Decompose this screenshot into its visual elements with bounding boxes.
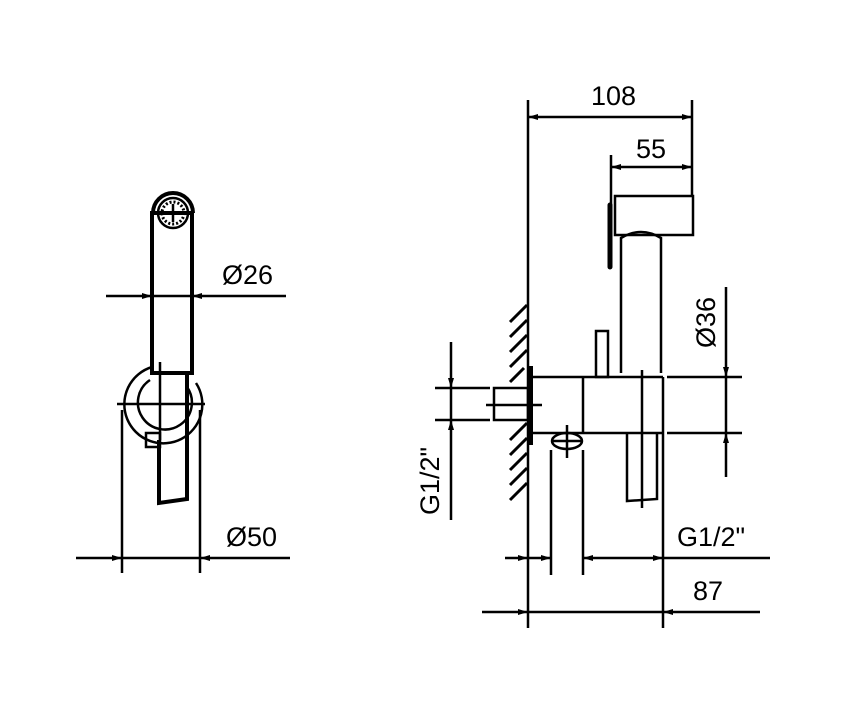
dimension-label: G1/2" — [415, 447, 445, 515]
dimension-label: Ø36 — [691, 297, 721, 348]
valve-body — [528, 329, 665, 508]
dimension-diameter-26: Ø26 — [106, 260, 286, 299]
dimension-outlet-thread: G1/2" — [505, 433, 770, 628]
dimension-108: 108 — [528, 81, 694, 196]
dimension-87: 87 — [482, 576, 760, 615]
dimension-label: 87 — [693, 576, 723, 606]
wall-hatch — [508, 303, 529, 502]
hand-shower — [607, 194, 695, 373]
dimension-label: 108 — [591, 81, 636, 111]
dimension-label: Ø50 — [226, 522, 277, 552]
dimension-inlet-thread: G1/2" — [415, 342, 490, 520]
valve-knob — [550, 425, 584, 458]
dimension-label: G1/2" — [677, 522, 745, 552]
dimension-diameter-36: Ø36 — [667, 287, 742, 477]
dimension-label: Ø26 — [222, 260, 273, 290]
handle-body — [150, 211, 194, 375]
dimension-diameter-50: Ø50 — [76, 410, 290, 573]
dimension-label: 55 — [636, 134, 666, 164]
front-view: Ø26 Ø50 — [76, 191, 290, 573]
dimension-55: 55 — [609, 134, 692, 205]
spray-head — [151, 191, 195, 230]
side-view: 108 55 Ø36 G1/2" — [415, 81, 770, 628]
holder — [117, 362, 205, 506]
